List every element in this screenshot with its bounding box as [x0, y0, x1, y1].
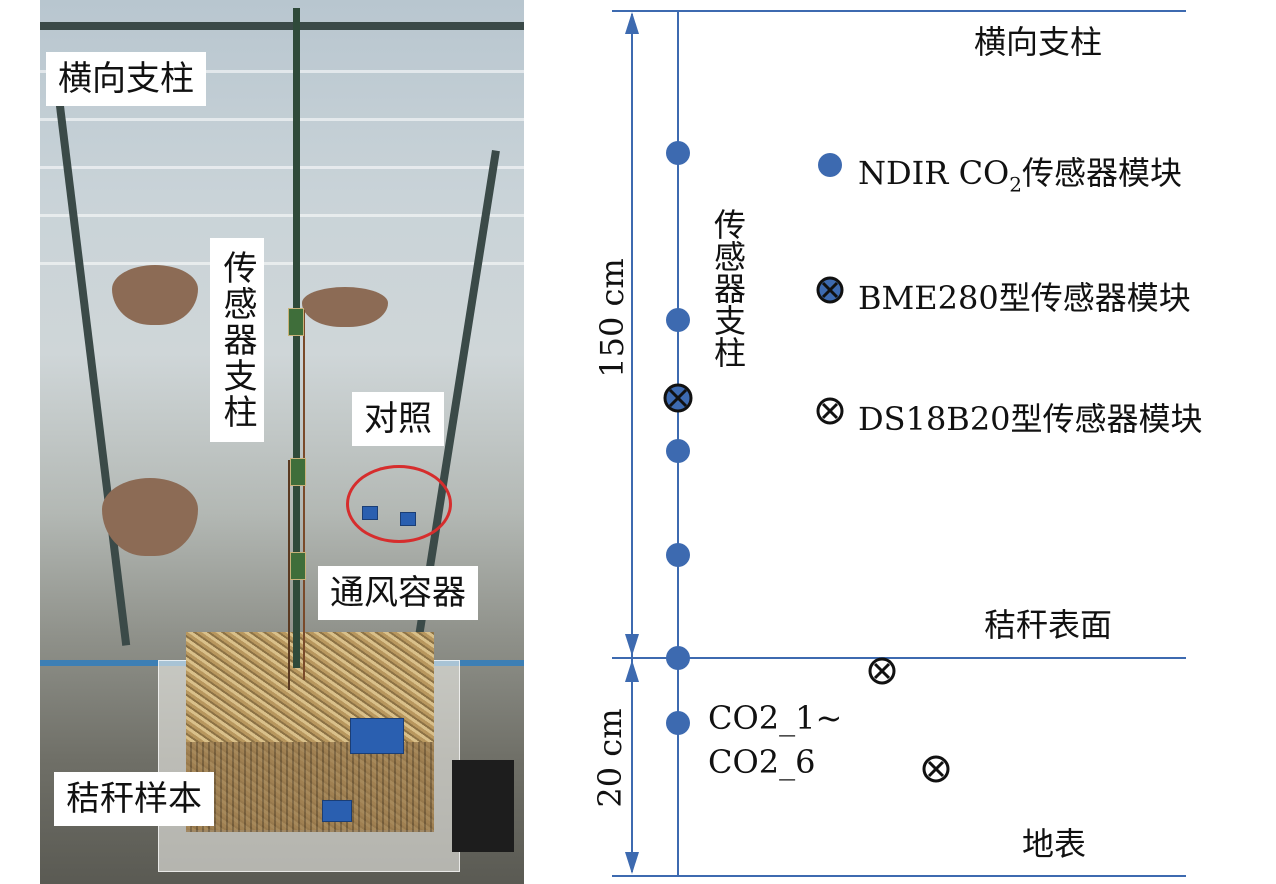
- diagram-cross-support-label: 横向支柱: [974, 23, 1103, 61]
- arrow-down-bottom: [625, 852, 639, 874]
- label-straw-sample: 秸秆样本: [54, 772, 214, 826]
- legend-bme280: BME280型传感器模块: [858, 273, 1191, 319]
- sensor-wire: [303, 310, 305, 680]
- co2-range-line1: CO2_1~: [708, 699, 843, 737]
- label-control: 对照: [352, 392, 444, 446]
- co2-sensor-dot: [666, 711, 690, 735]
- sensor-board: [288, 308, 304, 336]
- ds18b20-symbol: [868, 657, 896, 685]
- ds18b20-symbol: [922, 755, 950, 783]
- arrow-down-upper: [625, 634, 639, 656]
- co2-sensor-dot: [666, 141, 690, 165]
- arrow-up-top: [625, 12, 639, 34]
- straw-sample-side: [186, 742, 434, 832]
- background-pot: [302, 287, 388, 327]
- legend-co2-text: NDIR CO2传感器模块: [858, 154, 1183, 197]
- bme280-symbol: [663, 383, 693, 413]
- greenhouse-slat: [40, 262, 524, 265]
- label-cross-support: 横向支柱: [46, 52, 206, 106]
- sensor-pole: [293, 8, 300, 668]
- circuit-board: [350, 718, 404, 754]
- co2-range-line2: CO2_6: [708, 743, 816, 781]
- greenhouse-slat: [40, 118, 524, 121]
- co2-sensor-dot: [666, 646, 690, 670]
- power-supply-box: [452, 760, 514, 852]
- dimension-150cm: 150 cm: [593, 258, 631, 378]
- dimension-20cm: 20 cm: [591, 708, 629, 808]
- diagram-straw-surface-label: 秸秆表面: [984, 606, 1113, 644]
- sensor-board: [290, 552, 306, 580]
- co2-sensor-dot: [666, 439, 690, 463]
- co2-sensor-dot: [666, 308, 690, 332]
- diagram-pole-label: 传感器支柱: [709, 208, 747, 368]
- legend-bme280-icon: [816, 276, 844, 304]
- sensor-wire: [288, 460, 290, 690]
- greenhouse-slat: [40, 214, 524, 217]
- top-crossbar: [40, 22, 524, 30]
- background-pot: [112, 265, 198, 325]
- greenhouse-slat: [40, 70, 524, 73]
- label-sensor-pole: 传感器支柱: [210, 238, 264, 442]
- legend-co2: NDIR CO2传感器模块: [858, 148, 1182, 196]
- legend-ds18b20-icon: [816, 397, 844, 425]
- experiment-photo: 横向支柱 传感器支柱 对照 通风容器 秸秆样本: [40, 0, 524, 884]
- diagram-ground-label: 地表: [1022, 825, 1087, 863]
- control-highlight-circle: [346, 465, 452, 543]
- greenhouse-slat: [40, 166, 524, 169]
- co2-sensor-dot: [666, 543, 690, 567]
- circuit-board: [322, 800, 352, 822]
- legend-ds18b20: DS18B20型传感器模块: [858, 394, 1203, 440]
- legend-ds18b20-text: DS18B20型传感器模块: [858, 400, 1203, 438]
- background-pot: [102, 478, 198, 556]
- legend-co2-icon: [818, 153, 842, 177]
- label-vent-container: 通风容器: [318, 566, 478, 620]
- arrow-up-lower: [625, 660, 639, 682]
- legend-bme280-text: BME280型传感器模块: [858, 279, 1191, 317]
- sensor-board: [290, 458, 306, 486]
